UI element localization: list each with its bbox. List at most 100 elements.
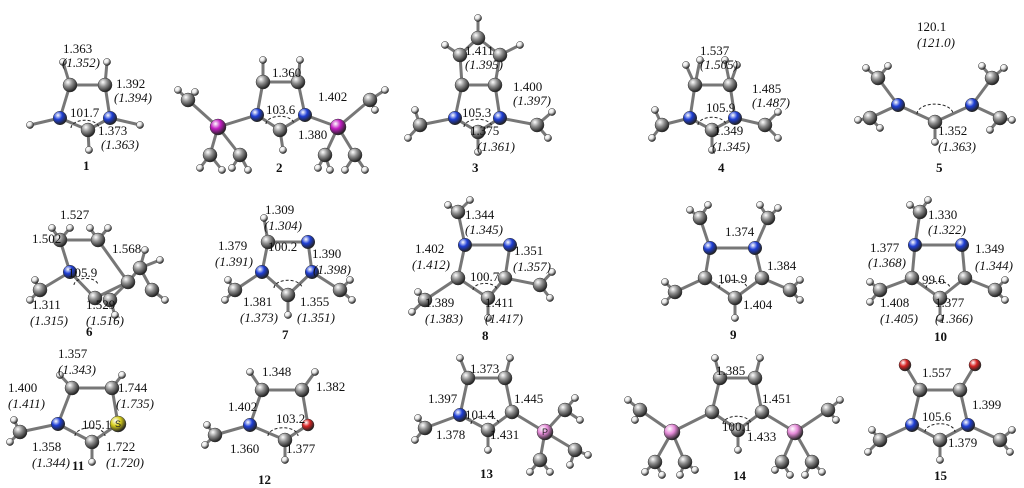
molecule-9 <box>661 201 804 322</box>
atom-h <box>161 296 169 304</box>
atom-c <box>52 232 68 248</box>
value-label: 105.1 <box>82 417 112 432</box>
atom-h <box>721 56 729 64</box>
atom-h <box>361 166 369 174</box>
atom-h <box>1008 426 1016 434</box>
atom-c <box>992 432 1008 448</box>
value-label: 100.1 <box>722 419 752 434</box>
computed-value-label: (1.417) <box>485 311 523 326</box>
value-label: 101.9 <box>718 271 748 286</box>
atom-n <box>904 417 920 433</box>
molecule-6 <box>26 224 169 319</box>
atom-h <box>978 62 986 70</box>
atom-h <box>279 146 287 154</box>
atom-c <box>912 204 928 220</box>
atom-c <box>480 290 496 306</box>
atom-h <box>546 294 554 302</box>
atom-c <box>492 47 508 63</box>
atom-h <box>1001 276 1009 284</box>
value-label: 1.404 <box>743 297 773 312</box>
compound-number: 6 <box>86 324 93 339</box>
molecule-2 <box>174 56 389 174</box>
value-label: 120.1 <box>917 19 947 34</box>
angle-arc <box>722 415 752 425</box>
atom-c <box>712 370 728 386</box>
atom-c <box>347 147 363 163</box>
angle-arc <box>697 116 727 126</box>
atom-h <box>733 61 741 69</box>
atom-h <box>111 311 119 319</box>
atom-c <box>912 382 928 398</box>
computed-value-label: (1.343) <box>58 362 96 377</box>
computed-value-label: (1.351) <box>297 310 335 325</box>
computed-value-label: (1.394) <box>114 90 152 105</box>
atom-c <box>272 122 288 138</box>
atom-n <box>960 417 976 433</box>
compound-number: 8 <box>482 328 489 343</box>
atom-c <box>722 77 738 93</box>
value-label: 101.7 <box>70 105 100 120</box>
atom-h <box>444 201 452 209</box>
computed-value-label: (1.411) <box>8 396 45 411</box>
atom-n <box>682 110 698 126</box>
molecule-7 <box>221 214 356 319</box>
atom-h <box>686 206 694 214</box>
value-label: 1.402 <box>415 241 445 256</box>
value-label: 1.378 <box>436 427 466 442</box>
atom-n <box>50 416 66 432</box>
atom-o <box>301 418 315 432</box>
compound-number: 3 <box>472 160 479 175</box>
atom-c <box>927 114 943 130</box>
atom-h <box>311 368 319 376</box>
atom-h <box>85 146 93 154</box>
atom-h <box>191 88 199 96</box>
atom-n <box>249 107 265 123</box>
atom-h <box>326 166 334 174</box>
value-label: 1.380 <box>298 127 328 142</box>
atom-c <box>754 270 770 286</box>
atom-h <box>546 468 554 476</box>
atom-c <box>460 370 476 386</box>
atom-n <box>52 110 68 126</box>
atom-h <box>136 121 144 129</box>
atom-n <box>452 407 468 423</box>
value-label: 1.431 <box>490 427 520 442</box>
atom-h <box>196 164 204 172</box>
compound-number: 14 <box>733 468 746 483</box>
atom-h <box>734 446 742 454</box>
value-label: 1.557 <box>922 365 952 380</box>
atom-c <box>64 380 80 396</box>
atom-c <box>747 370 763 386</box>
atom-c <box>104 380 120 396</box>
atom-h <box>576 416 584 424</box>
atom-h <box>414 414 422 422</box>
atom-c <box>704 122 720 138</box>
atom-c <box>362 92 378 108</box>
atom-h <box>1001 296 1009 304</box>
atom-h <box>1008 116 1016 124</box>
atom-h <box>404 134 412 142</box>
computed-value-label: (1.315) <box>30 313 68 328</box>
value-label: 103.2 <box>276 411 306 426</box>
atom-h <box>281 456 289 464</box>
value-label: 1.392 <box>116 76 146 91</box>
atom-c <box>255 74 271 90</box>
atom-c <box>470 30 486 46</box>
value-label: 1.373 <box>470 361 500 376</box>
atom-h <box>544 134 552 142</box>
compound-number: 12 <box>258 472 271 487</box>
value-label: 1.351 <box>514 243 544 258</box>
computed-value-label: (1.322) <box>928 222 966 237</box>
atom-c <box>417 292 433 308</box>
compound-number: 7 <box>282 327 289 342</box>
atom-h <box>228 164 236 172</box>
atom-h <box>1006 448 1014 456</box>
atom-o <box>968 358 982 372</box>
molecule-10 <box>866 196 1009 322</box>
computed-value-label: (1.344) <box>975 258 1013 273</box>
angle-arc <box>916 103 954 115</box>
computed-value-label: (1.363) <box>938 139 976 154</box>
atom-h <box>731 314 739 322</box>
atom-c <box>632 402 648 418</box>
atom-h <box>571 394 579 402</box>
